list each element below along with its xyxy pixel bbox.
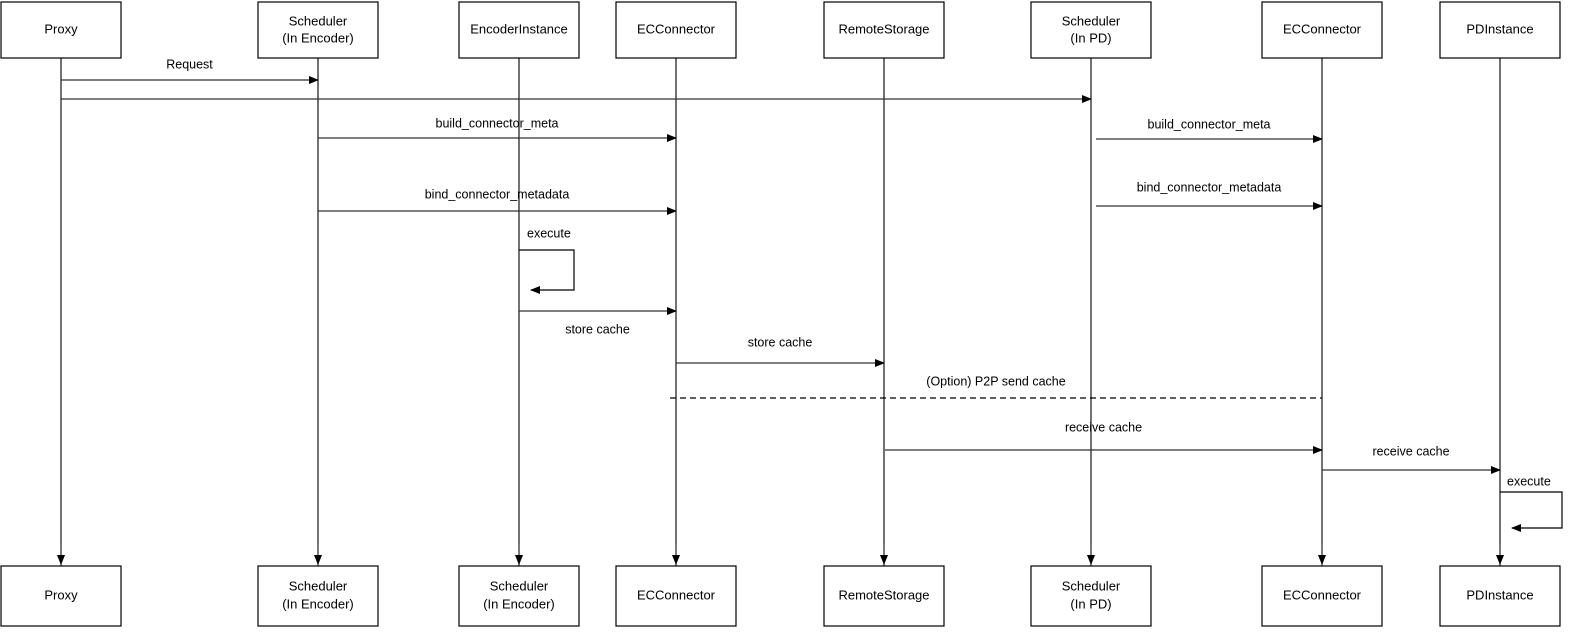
participant-box-bottom-ec_conn_right[interactable]: ECConnector [1261,565,1383,627]
participant-box-rect [1261,1,1383,59]
participant-box-rect [615,565,737,627]
participant-box-rect [615,1,737,59]
participant-box-rect [257,1,379,59]
message-label: bind_connector_metadata [425,187,570,201]
participant-box-top-proxy[interactable]: Proxy [0,1,122,59]
message-m6[interactable]: bind_connector_metadata [1096,180,1323,210]
self-message-s1[interactable]: execute [519,226,575,294]
participant-label-line1: Scheduler [289,13,348,28]
participant-label-line1: Scheduler [490,578,549,593]
participant-label-line2: (In PD) [1070,30,1111,45]
participant-label-line2: (In Encoder) [282,596,354,611]
message-m7[interactable]: store cache [519,307,677,336]
participant-box-bottom-ec_conn_left[interactable]: ECConnector [615,565,737,627]
message-m8[interactable]: store cache [676,335,885,367]
participant-label-line1: RemoteStorage [838,587,929,602]
participant-box-rect [1261,565,1383,627]
participant-box-rect [1439,565,1561,627]
message-m10[interactable]: receive cache [885,420,1323,454]
participant-box-bottom-proxy[interactable]: Proxy [0,565,122,627]
participant-top-boxes: Proxy Scheduler (In Encoder) EncoderInstanc… [0,1,1561,59]
lifelines-layer [57,58,1504,566]
participant-box-top-sched_pd[interactable]: Scheduler (In PD) [1030,1,1152,59]
participant-box-rect [0,1,122,59]
message-label: build_connector_meta [1148,117,1271,131]
participant-label-line1: Scheduler [289,578,348,593]
participant-label-line1: Scheduler [1062,13,1121,28]
message-label: store cache [748,335,813,349]
participant-box-top-pd_inst[interactable]: PDInstance [1439,1,1561,59]
participant-label-line1: ECConnector [1283,21,1362,36]
participant-label-line1: Proxy [44,21,78,36]
self-message-label: execute [1507,474,1551,488]
participant-box-top-ec_conn_right[interactable]: ECConnector [1261,1,1383,59]
participant-label-line2: (In Encoder) [483,596,555,611]
message-m5[interactable]: bind_connector_metadata [318,187,677,215]
self-message-path [1500,491,1563,532]
participant-label-line1: EncoderInstance [470,21,568,36]
message-label: build_connector_meta [436,116,559,130]
participant-box-rect [257,565,379,627]
participant-box-rect [1030,565,1152,627]
message-m3[interactable]: build_connector_meta [318,116,677,142]
participant-box-bottom-encoder_inst[interactable]: Scheduler (In Encoder) [458,565,580,627]
participant-label-line1: PDInstance [1466,587,1533,602]
participant-label-line1: ECConnector [1283,587,1362,602]
message-m9[interactable]: (Option) P2P send cache [670,374,1322,399]
participant-label-line1: Scheduler [1062,578,1121,593]
participant-label-line1: RemoteStorage [838,21,929,36]
message-m1[interactable]: Request [61,57,319,84]
message-m11[interactable]: receive cache [1322,444,1501,474]
message-label: bind_connector_metadata [1137,180,1282,194]
participant-box-top-sched_enc[interactable]: Scheduler (In Encoder) [257,1,379,59]
participant-box-rect [0,565,122,627]
participant-box-bottom-pd_inst[interactable]: PDInstance [1439,565,1561,627]
self-message-path [519,249,575,294]
message-label: Request [166,57,213,71]
participant-label-line1: ECConnector [637,21,716,36]
participant-box-rect [823,565,945,627]
participant-box-rect [458,565,580,627]
self-message-s2[interactable]: execute [1500,474,1563,532]
participant-box-bottom-sched_enc[interactable]: Scheduler (In Encoder) [257,565,379,627]
message-label: receive cache [1065,420,1142,434]
self-messages-layer: execute execute [519,226,1563,532]
participant-box-top-remote_store[interactable]: RemoteStorage [823,1,945,59]
participant-label-line2: (In PD) [1070,596,1111,611]
self-message-label: execute [527,226,571,240]
participant-box-rect [823,1,945,59]
messages-layer: Request build_connector_meta build_connect… [61,57,1501,474]
message-label: (Option) P2P send cache [926,374,1065,388]
participant-box-rect [1030,1,1152,59]
participant-box-bottom-sched_pd[interactable]: Scheduler (In PD) [1030,565,1152,627]
participant-label-line1: PDInstance [1466,21,1533,36]
message-label: store cache [565,322,630,336]
participant-label-line2: (In Encoder) [282,30,354,45]
participant-label-line1: Proxy [44,587,78,602]
participant-box-bottom-remote_store[interactable]: RemoteStorage [823,565,945,627]
participant-box-rect [458,1,580,59]
participant-box-rect [1439,1,1561,59]
participant-box-top-encoder_inst[interactable]: EncoderInstance [458,1,580,59]
participant-bottom-boxes: Proxy Scheduler (In Encoder) Scheduler (In E… [0,565,1561,627]
participant-box-top-ec_conn_left[interactable]: ECConnector [615,1,737,59]
message-label: receive cache [1372,444,1449,458]
message-m4[interactable]: build_connector_meta [1096,117,1323,143]
participant-label-line1: ECConnector [637,587,716,602]
